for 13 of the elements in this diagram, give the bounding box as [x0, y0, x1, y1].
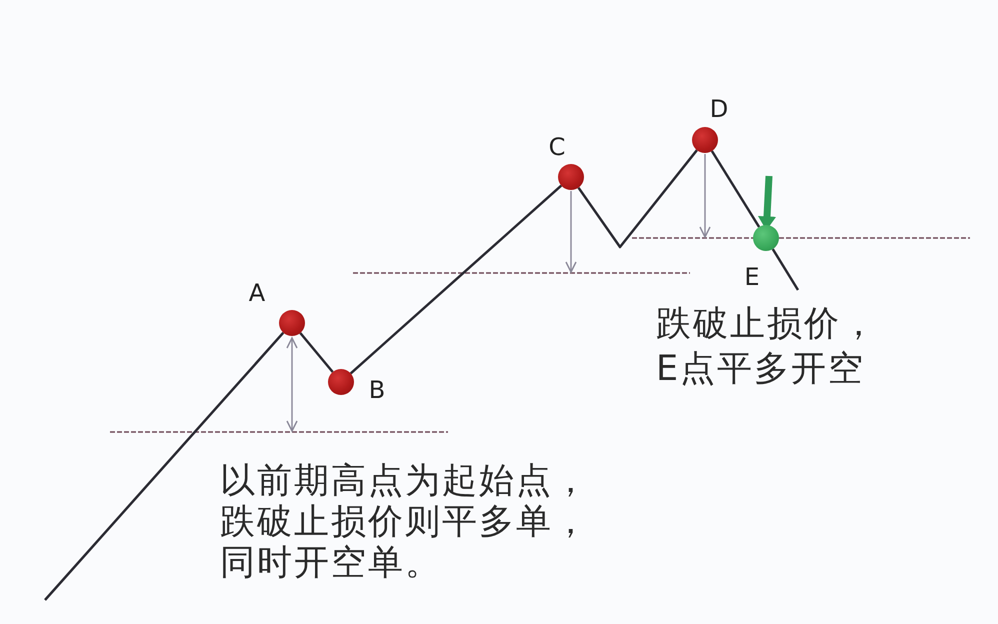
annotation-text: 以前期高点为起始点，跌破止损价则平多单，同时开空单。 — [220, 461, 591, 584]
price-line — [772, 248, 800, 291]
price-line — [350, 184, 562, 374]
price-line — [44, 332, 284, 601]
price-line — [710, 150, 760, 228]
point-label: E — [744, 264, 760, 290]
price-line — [299, 332, 334, 373]
point-label: D — [710, 96, 728, 122]
point-label: C — [548, 134, 566, 160]
annotation-text: 跌破止损价，E点平多开空 — [656, 303, 879, 391]
point-label: A — [248, 280, 266, 306]
price-line — [577, 149, 698, 248]
point-label: B — [368, 377, 386, 403]
